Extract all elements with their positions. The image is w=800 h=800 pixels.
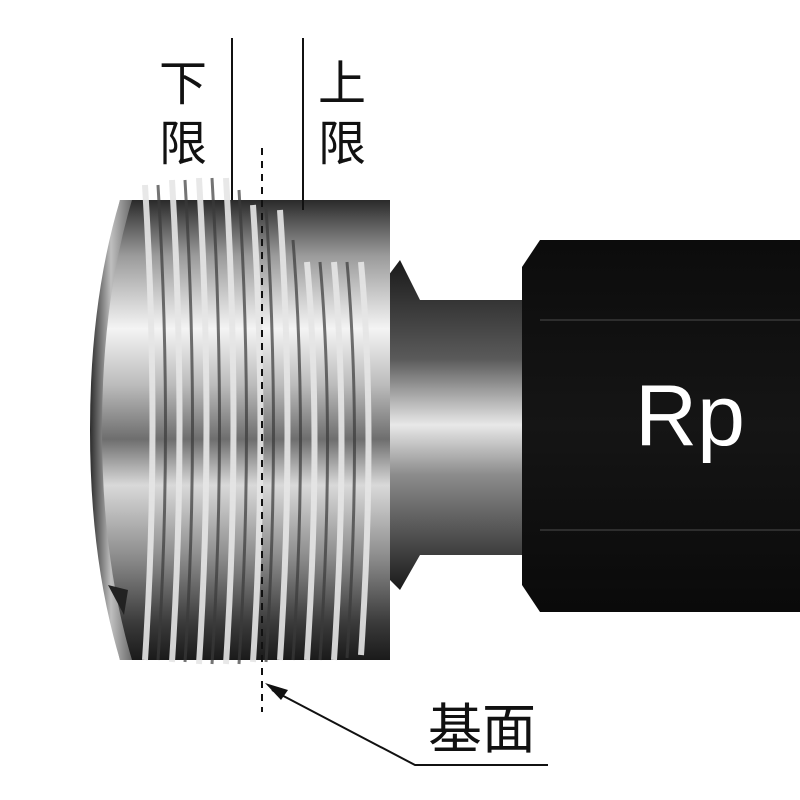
arrow-head-icon <box>265 683 288 700</box>
handle-marking-rp: Rp <box>635 368 745 464</box>
limit-lines <box>231 38 304 712</box>
gauge-neck <box>370 260 522 590</box>
upper-limit-label-top: 上 <box>318 56 366 112</box>
base-plane-leader <box>265 683 548 766</box>
gauge-handle: Rp <box>522 240 800 612</box>
threaded-section <box>90 177 390 665</box>
base-plane-label: 基面 <box>428 698 536 761</box>
lower-limit-label-top: 下 <box>159 56 207 112</box>
thread-ridges <box>142 177 372 665</box>
lower-limit-label-bottom: 限 <box>159 116 207 172</box>
upper-limit-label-bottom: 限 <box>318 116 366 172</box>
